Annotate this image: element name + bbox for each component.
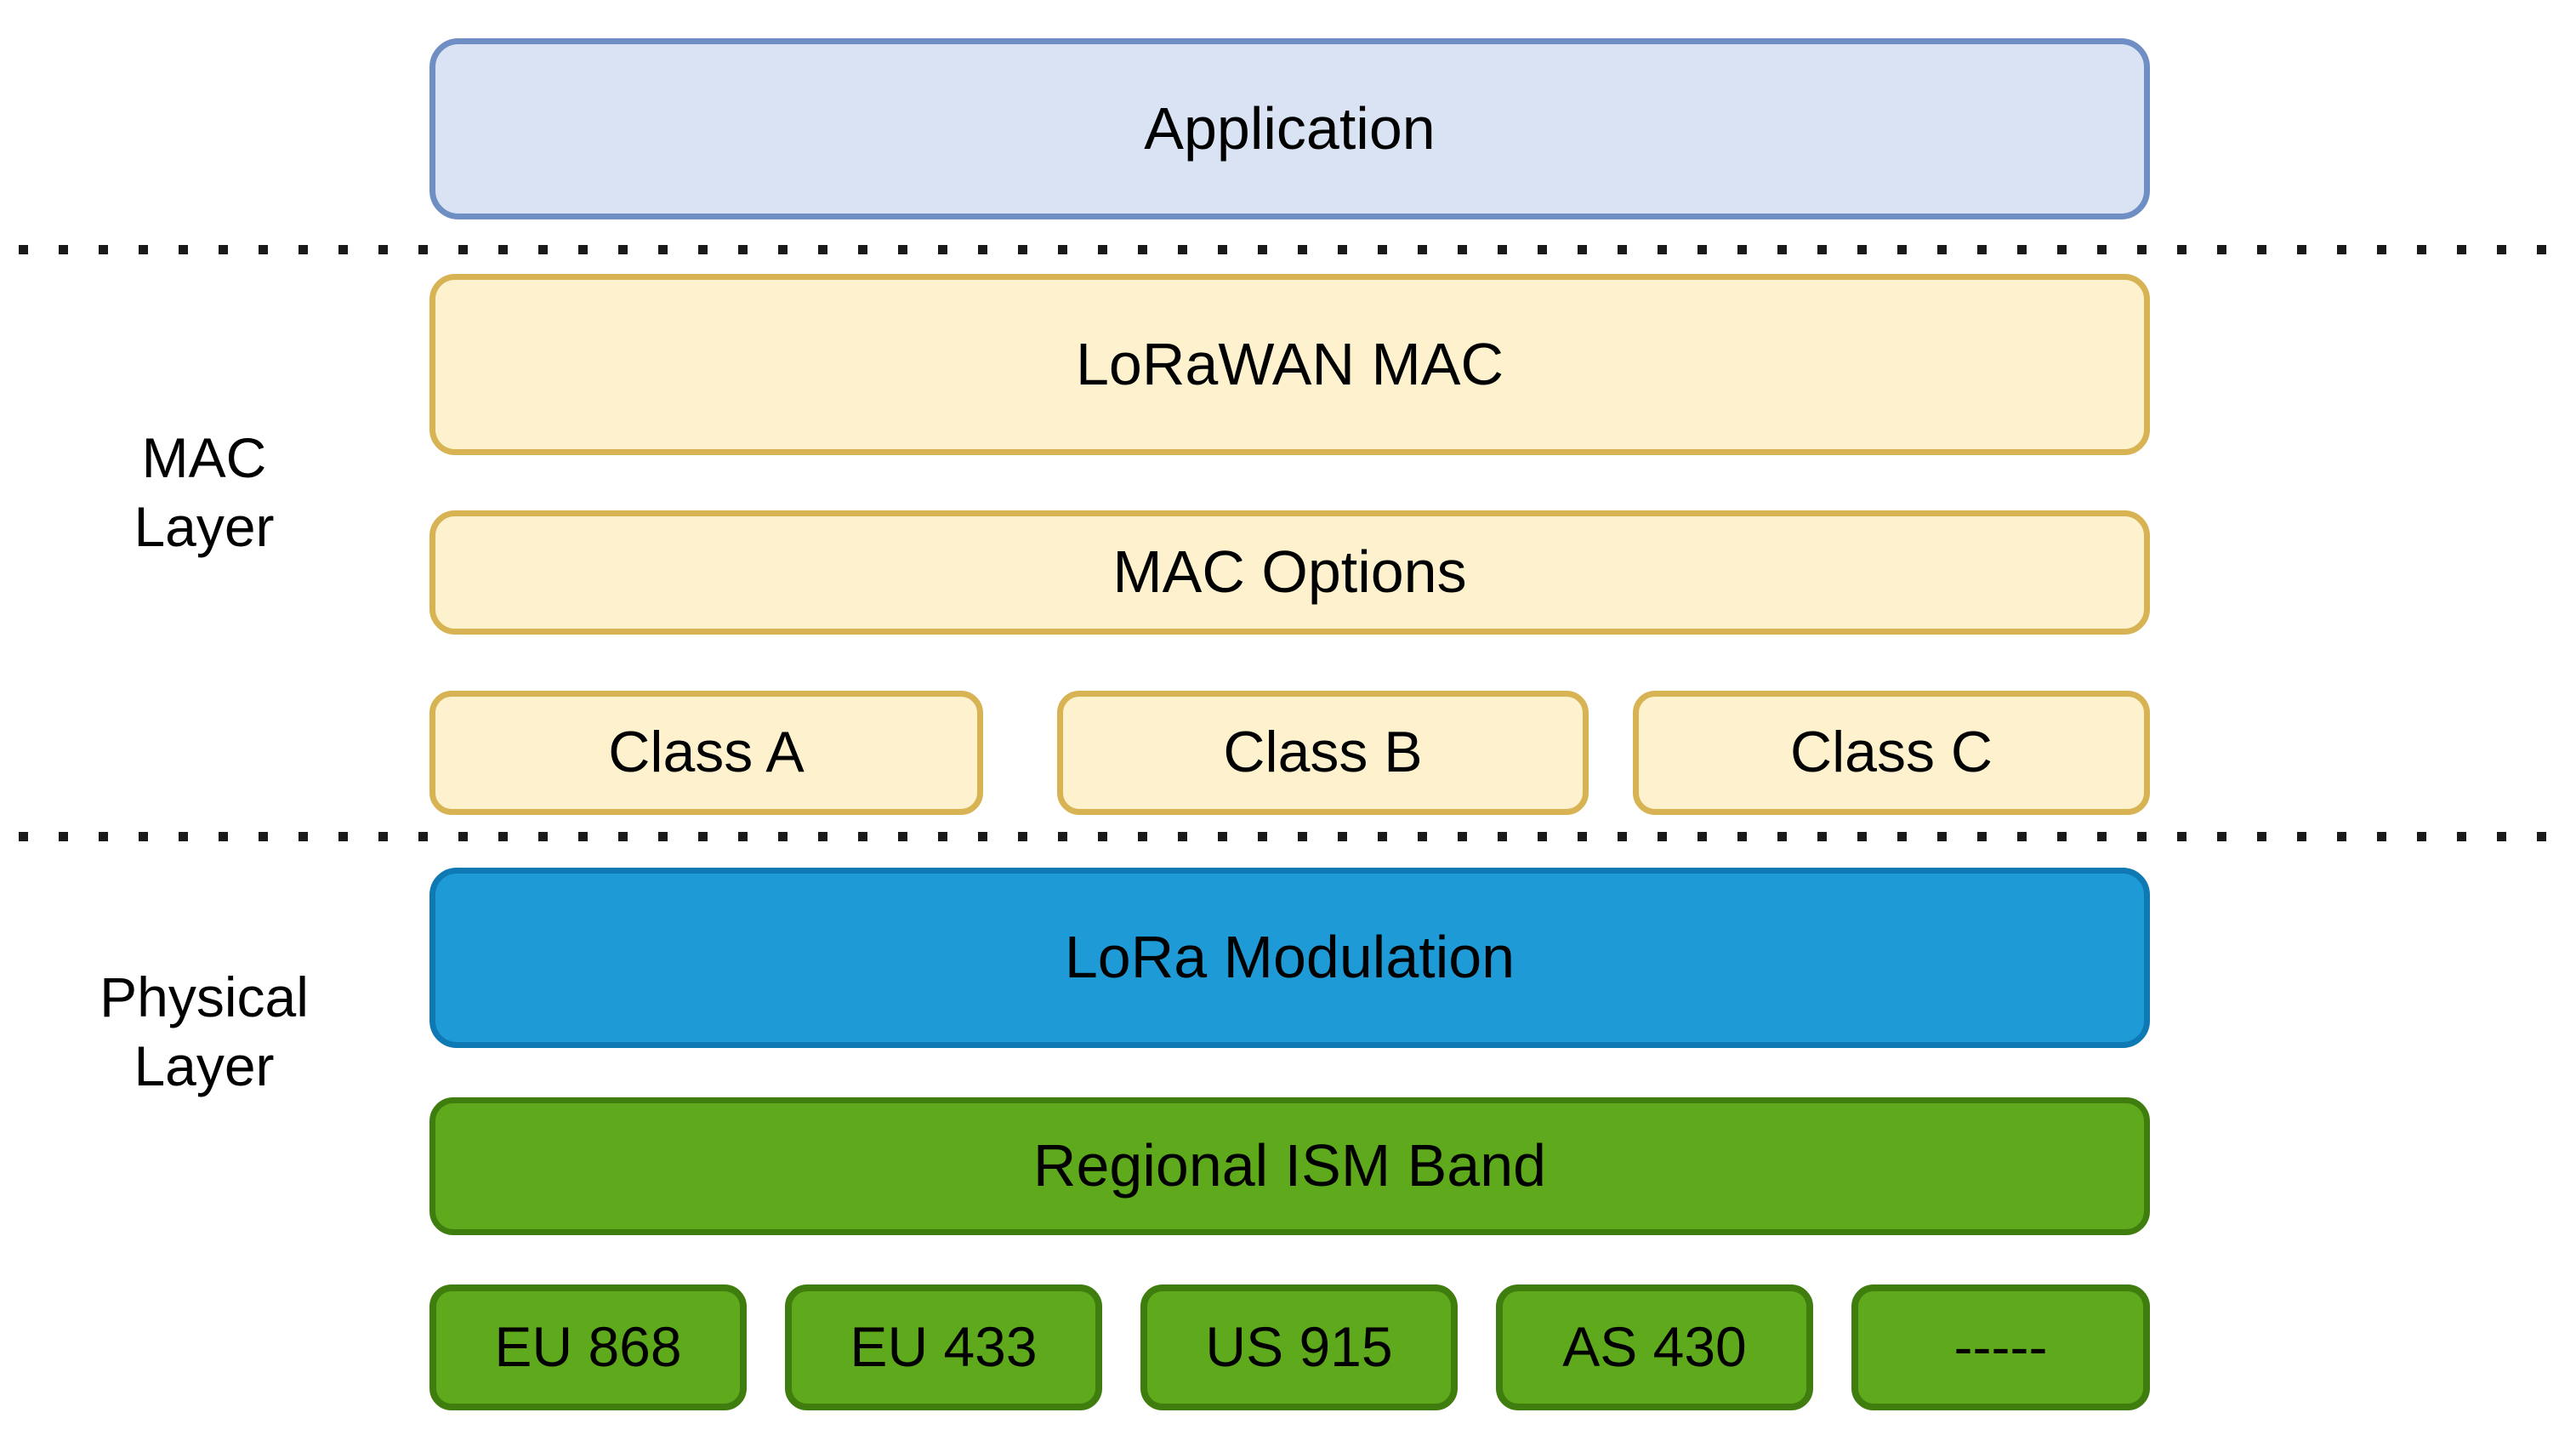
band-us-915-box: US 915 xyxy=(1140,1284,1458,1410)
mac-options-label: MAC Options xyxy=(1112,538,1467,606)
band-as-430-box: AS 430 xyxy=(1496,1284,1813,1410)
class-b-box: Class B xyxy=(1057,691,1589,815)
physical-layer-caption: Physical Layer xyxy=(100,965,309,1097)
band-eu-433-label: EU 433 xyxy=(850,1315,1038,1379)
mac-layer-caption: MAC Layer xyxy=(134,426,275,558)
application-mac-divider xyxy=(19,245,2563,254)
band-eu-868-label: EU 868 xyxy=(494,1315,682,1379)
band-more-label: ----- xyxy=(1953,1315,2048,1379)
band-us-915-label: US 915 xyxy=(1205,1315,1393,1379)
class-a-label: Class A xyxy=(608,720,805,785)
band-eu-433-box: EU 433 xyxy=(785,1284,1102,1410)
mac-options-box: MAC Options xyxy=(429,510,2150,635)
lorawan-mac-box: LoRaWAN MAC xyxy=(429,274,2150,455)
application-box: Application xyxy=(429,38,2150,219)
regional-ism-band-box: Regional ISM Band xyxy=(429,1097,2150,1235)
class-c-box: Class C xyxy=(1633,691,2150,815)
class-c-label: Class C xyxy=(1789,720,1993,785)
lorawan-mac-label: LoRaWAN MAC xyxy=(1075,330,1504,397)
mac-physical-divider xyxy=(19,832,2563,841)
lora-modulation-box: LoRa Modulation xyxy=(429,868,2150,1048)
class-b-label: Class B xyxy=(1223,720,1423,785)
application-label: Application xyxy=(1144,94,1436,162)
band-more-box: ----- xyxy=(1851,1284,2150,1410)
lora-modulation-label: LoRa Modulation xyxy=(1064,924,1515,991)
band-eu-868-box: EU 868 xyxy=(429,1284,747,1410)
class-a-box: Class A xyxy=(429,691,983,815)
regional-ism-band-label: Regional ISM Band xyxy=(1032,1132,1547,1199)
band-as-430-label: AS 430 xyxy=(1562,1315,1747,1379)
